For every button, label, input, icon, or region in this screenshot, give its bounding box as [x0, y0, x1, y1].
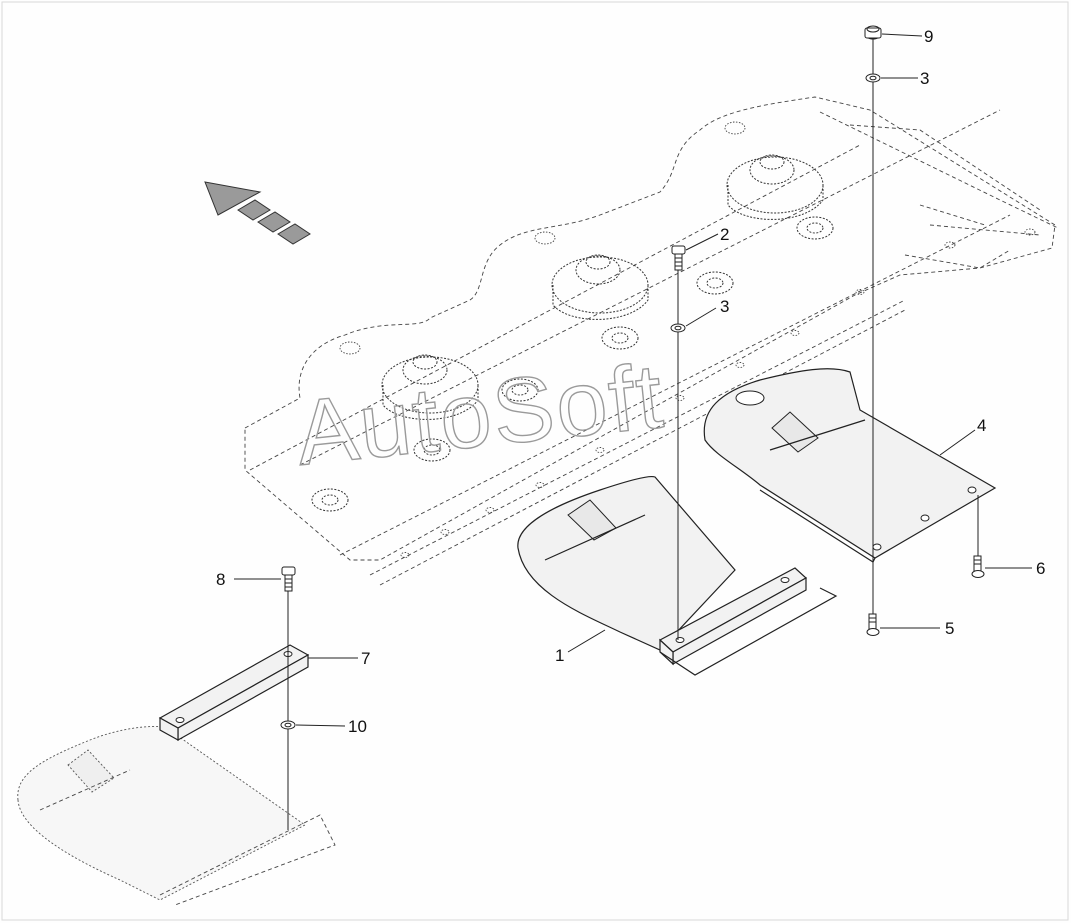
skid-plate-part-4	[703, 368, 997, 563]
cutter-bar	[244, 96, 1059, 586]
washer-part-3-middle-icon	[670, 323, 686, 333]
callout-3-top: 3	[920, 69, 929, 88]
skid-plate-part-1	[517, 475, 838, 676]
callout-2: 2	[720, 225, 729, 244]
callout-10: 10	[348, 717, 367, 736]
callout-labels: 9 3 2 3 4 1 5 6 7 8 10	[216, 27, 1045, 736]
callout-3-middle: 3	[720, 297, 729, 316]
bolt-part-5-icon	[866, 613, 880, 636]
bolt-part-9-icon	[281, 566, 296, 592]
callout-4: 4	[977, 416, 986, 435]
callout-6: 6	[1036, 559, 1045, 578]
disc-hub-1	[381, 354, 479, 420]
skid-plate-lower-left	[17, 726, 336, 906]
fasteners	[280, 25, 985, 730]
washer-part-10-icon	[280, 720, 296, 730]
callout-8: 7	[361, 649, 370, 668]
callout-9: 8	[216, 570, 225, 589]
nut-part-7-icon	[864, 25, 882, 40]
callout-5: 5	[945, 619, 954, 638]
disc-hub-2	[551, 254, 649, 320]
bolt-part-6-icon	[971, 555, 985, 578]
assembly-axes	[287, 35, 979, 830]
callout-7: 9	[924, 27, 933, 46]
disc-hubs	[311, 154, 834, 512]
disc-hub-3	[726, 154, 824, 220]
callout-1: 1	[555, 646, 564, 665]
spacer-bar-part-8	[158, 644, 310, 742]
bolt-part-2-icon	[671, 245, 686, 271]
watermark: AutoSoft	[291, 345, 669, 485]
leader-lines	[234, 33, 1032, 727]
skid-rings	[311, 216, 834, 512]
washer-part-3-top-icon	[865, 73, 881, 83]
direction-arrow-icon	[204, 181, 311, 245]
